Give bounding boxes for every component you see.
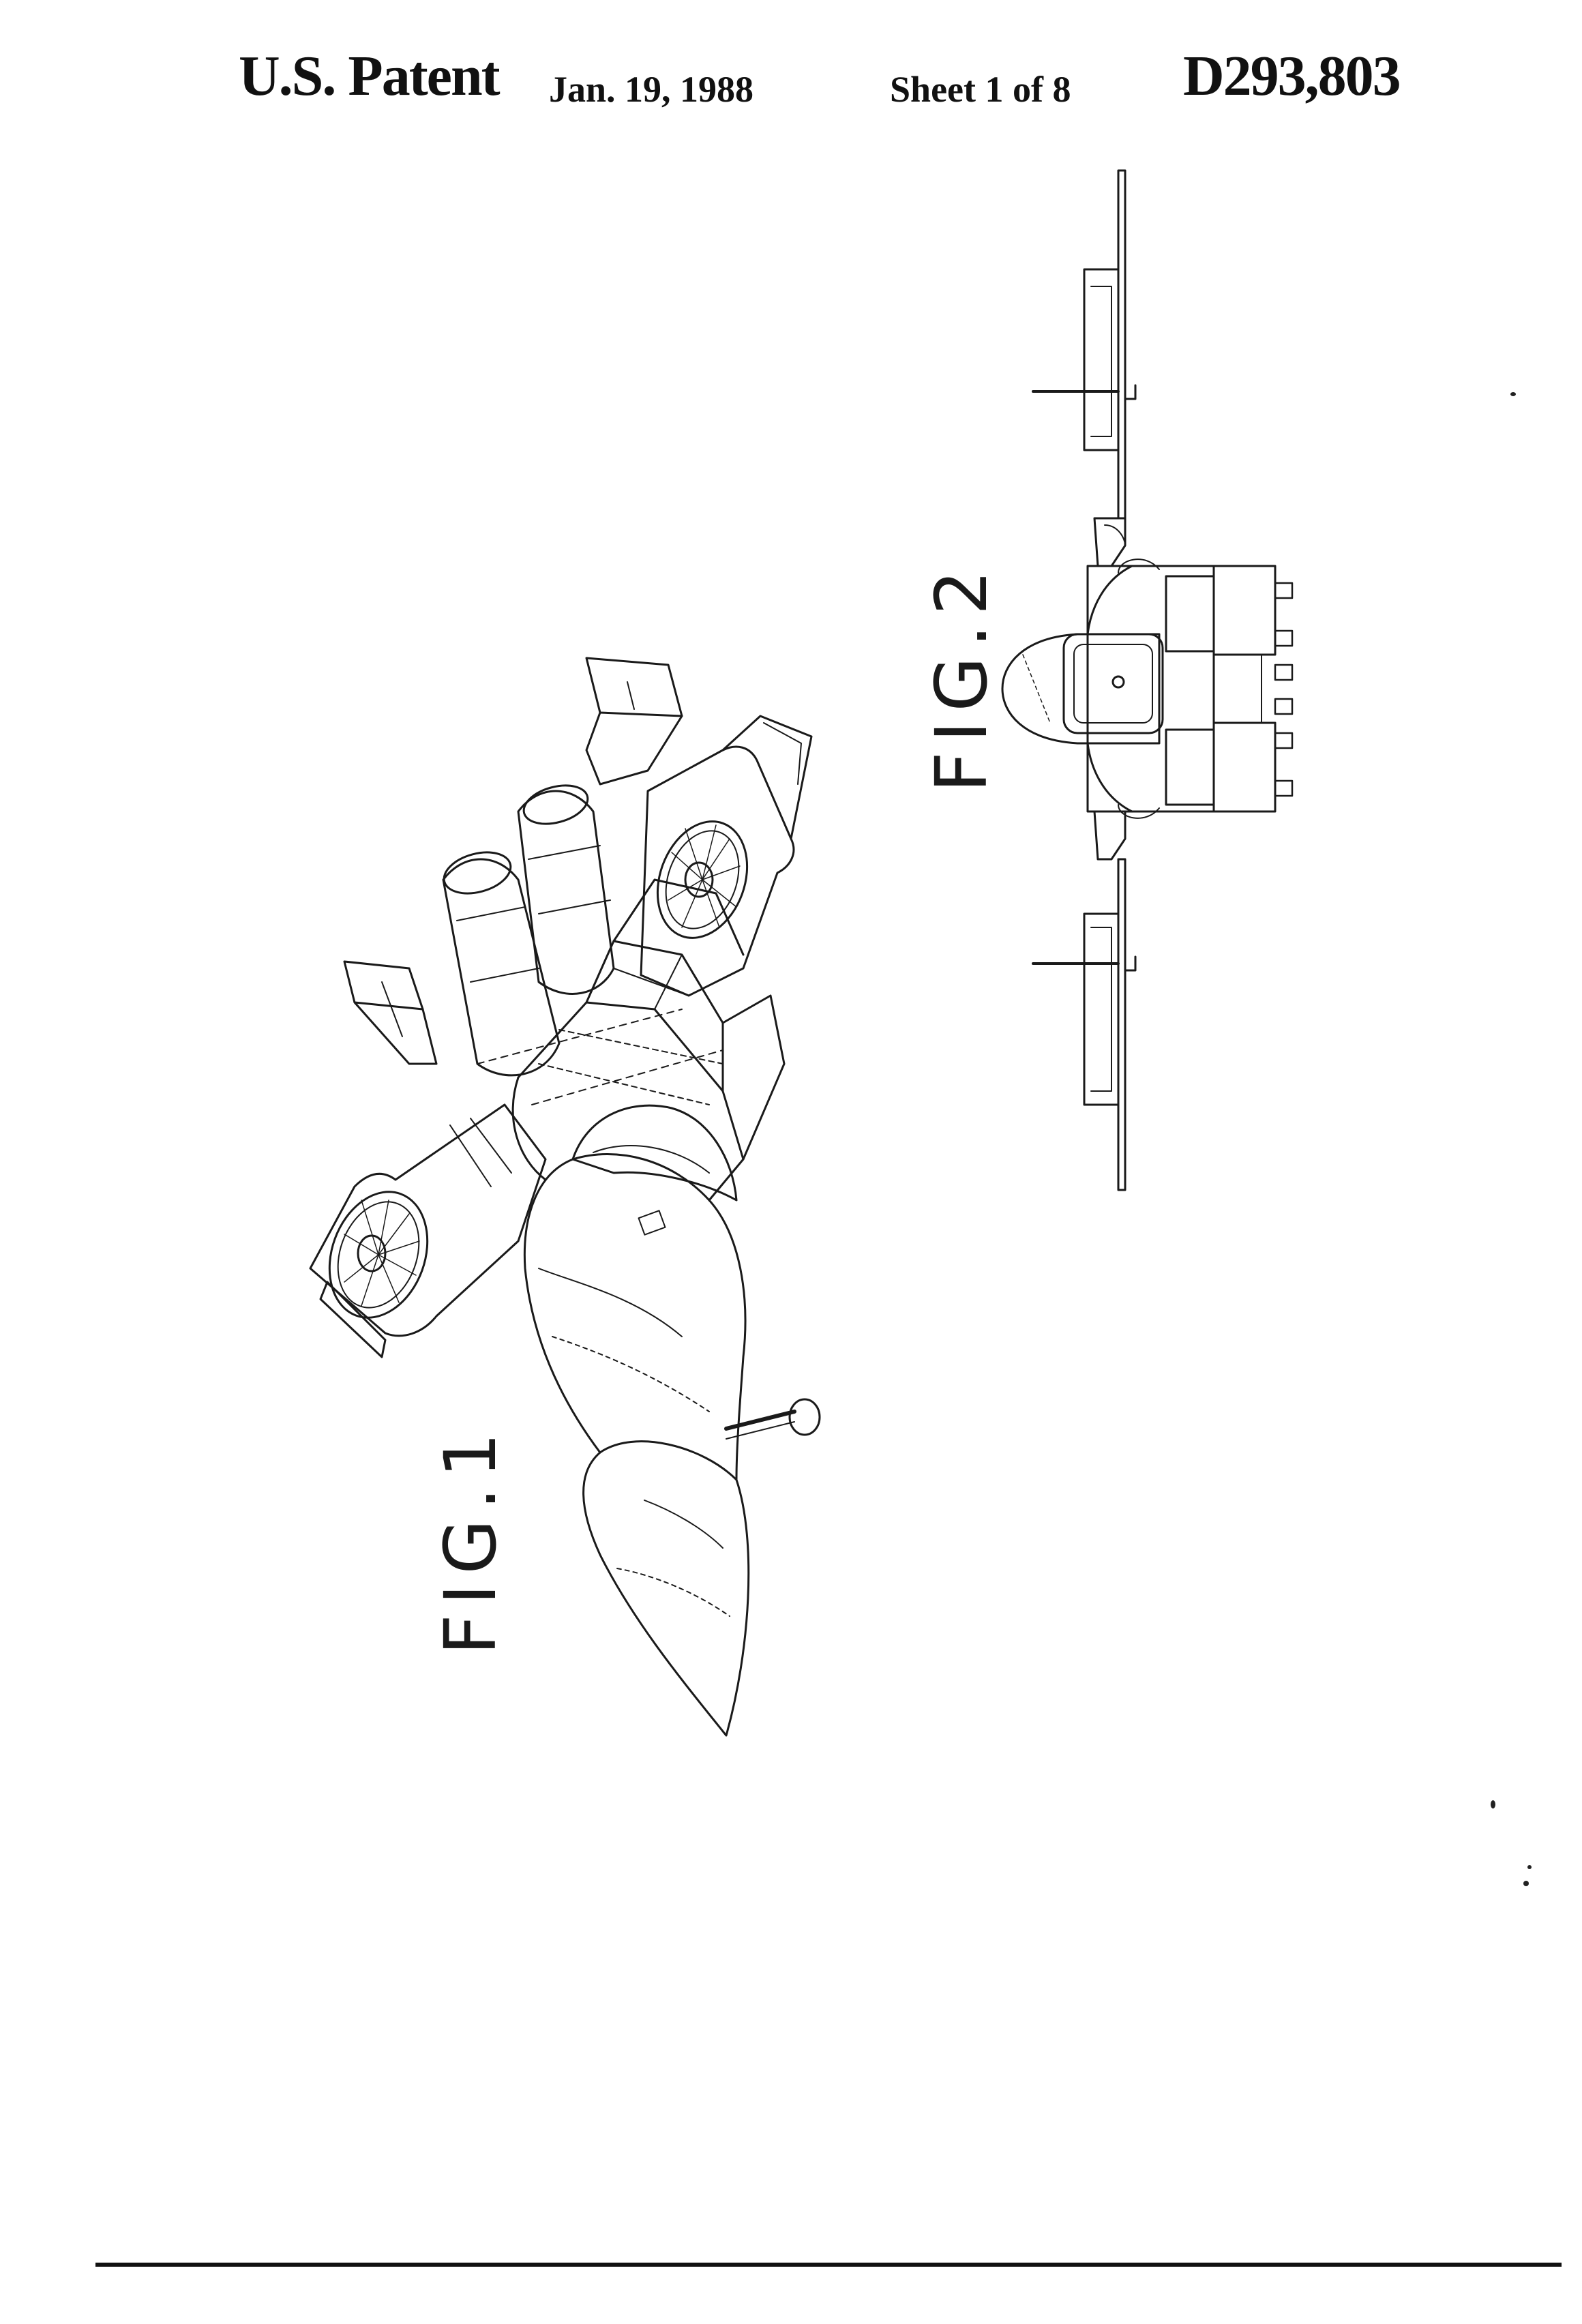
- fig1-aircraft-drawing: [310, 658, 820, 1735]
- fig2-front-view-drawing: [1002, 170, 1292, 1190]
- scan-speck: [1491, 1800, 1495, 1808]
- scan-speck: [1510, 392, 1516, 396]
- fig1-label: FIG.1: [435, 1423, 506, 1655]
- scan-speck: [1523, 1881, 1529, 1886]
- fig2-label: FIG.2: [926, 561, 997, 792]
- scan-speck: [1527, 1865, 1532, 1869]
- footer-rule: [95, 2263, 1562, 2267]
